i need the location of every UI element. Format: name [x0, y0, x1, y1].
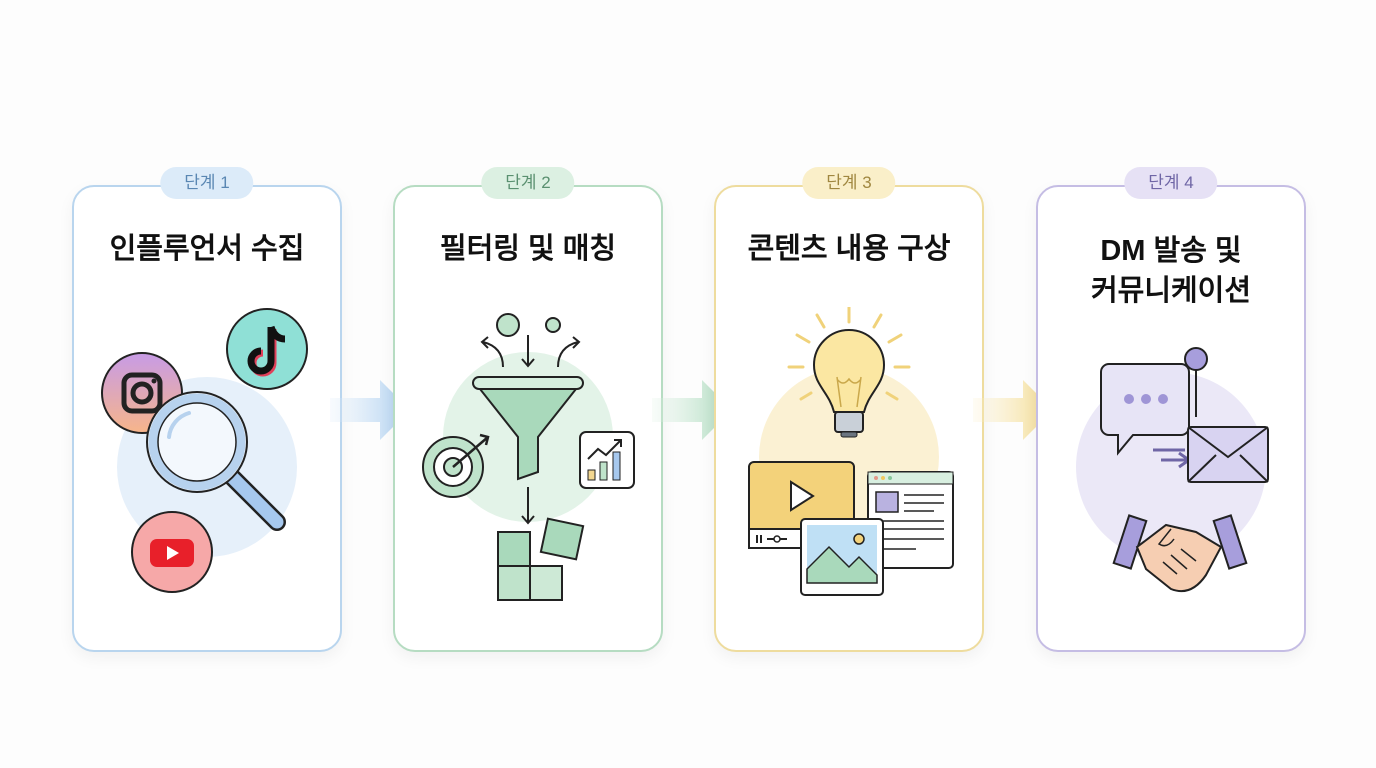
step-badge: 단계 1 — [160, 167, 254, 199]
step-title: 필터링 및 매칭 — [439, 233, 617, 265]
puzzle-icon — [497, 517, 585, 601]
step-badge: 단계 2 — [481, 167, 575, 199]
step-card-3: 단계 3 콘텐츠 내용 구상 — [714, 167, 984, 652]
youtube-icon — [131, 511, 213, 593]
chat-bubble-icon — [1100, 347, 1208, 456]
step-title-line-2: 커뮤니케이션 — [1090, 275, 1252, 307]
step-title: DM 발송 및 커뮤니케이션 — [1038, 231, 1304, 311]
content-planning-illustration — [748, 307, 954, 596]
step-card-4: 단계 4 DM 발송 및 커뮤니케이션 — [1036, 167, 1306, 652]
handshake-icon — [1112, 514, 1248, 593]
funnel-icon — [472, 376, 584, 481]
flow-arrow-1 — [330, 380, 410, 440]
step-title: 인플루언서 수집 — [109, 233, 305, 265]
filtering-matching-illustration — [422, 313, 635, 601]
envelope-icon — [1153, 426, 1269, 483]
step-title: 콘텐츠 내용 구상 — [747, 233, 951, 265]
dm-communication-illustration — [1076, 347, 1269, 593]
lightbulb-icon — [787, 307, 911, 438]
step-title-line-1: DM 발송 및 — [1100, 235, 1242, 267]
step-card-1: 단계 1 인플루언서 수집 — [72, 167, 342, 652]
step-badge: 단계 3 — [802, 167, 896, 199]
chart-icon — [579, 431, 635, 489]
image-icon — [800, 518, 884, 596]
webpage-icon — [867, 471, 954, 569]
flow-arrow-3 — [973, 380, 1053, 440]
flow-arrow-2 — [652, 380, 732, 440]
magnifier-icon — [146, 391, 286, 531]
influencer-collection-illustration — [101, 308, 308, 593]
tiktok-icon — [226, 308, 308, 390]
step-badge: 단계 4 — [1124, 167, 1218, 199]
step-card-2: 단계 2 필터링 및 매칭 — [393, 167, 663, 652]
target-icon — [422, 433, 490, 498]
